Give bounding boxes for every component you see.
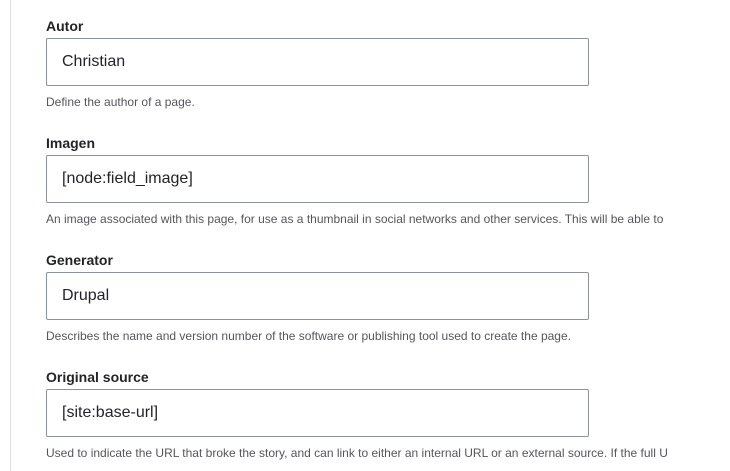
field-label-imagen: Imagen [46,135,96,151]
field-description-autor: Define the author of a page. [46,95,195,109]
original-source-input[interactable] [46,389,589,437]
field-description-imagen: An image associated with this page, for … [46,212,664,226]
autor-input[interactable] [46,38,589,86]
field-label-generator: Generator [46,252,113,268]
generator-input[interactable] [46,272,589,320]
field-description-generator: Describes the name and version number of… [46,329,571,343]
imagen-input[interactable] [46,155,589,203]
field-label-original-source: Original source [46,369,149,385]
field-label-autor: Autor [46,18,84,34]
field-description-original-source: Used to indicate the URL that broke the … [46,446,668,460]
left-border [0,0,11,471]
